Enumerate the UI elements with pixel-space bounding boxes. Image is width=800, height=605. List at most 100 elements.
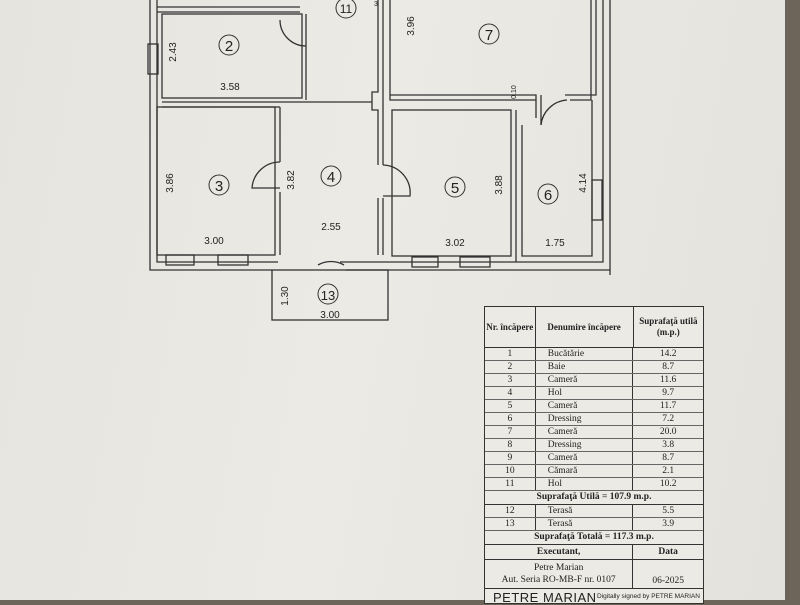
row-area: 8.7	[662, 453, 675, 463]
room-number: 11	[340, 2, 353, 16]
row-name: Bucătărie	[536, 348, 634, 360]
room-number: 7	[485, 27, 493, 44]
dimension-label: 3.00	[204, 236, 224, 247]
executor-info: Petre Marian Aut. Seria RO-MB-F nr. 0107…	[485, 560, 703, 589]
row-number: 2	[485, 361, 536, 373]
dimension-label: 1.75	[545, 238, 565, 249]
row-name: Hol	[536, 478, 634, 490]
room-number: 6	[544, 187, 552, 204]
row-name: Dressing	[536, 413, 634, 425]
date-label: Data	[658, 547, 678, 557]
dimension-label: 3.02	[445, 238, 465, 249]
dimension-label: 3	[374, 1, 378, 8]
room-5-wall	[391, 109, 512, 257]
table-header: Nr. încăpere Denumire încăpere Suprafaţă…	[485, 307, 703, 348]
dimension-label: 3.88	[494, 175, 505, 195]
row-name: Hol	[536, 387, 634, 399]
row-name: Terasă	[536, 518, 634, 530]
row-name: Dressing	[536, 439, 634, 451]
dimension-label: 2.55	[321, 222, 341, 233]
row-area: 20.0	[659, 427, 677, 437]
top-wall	[157, 6, 300, 13]
signature-stamp: PETRE MARIAN Digitally signed by PETRE M…	[485, 589, 703, 605]
room-number: 4	[327, 169, 335, 186]
dimension-label: 3.82	[286, 170, 297, 190]
dimension-label: 2.43	[168, 42, 179, 62]
door-room-4	[251, 161, 281, 189]
row-number: 13	[485, 518, 536, 530]
row-number: 4	[485, 387, 536, 399]
room-number: 3	[215, 178, 223, 195]
row-number: 5	[485, 400, 536, 412]
row-number: 11	[485, 478, 536, 490]
row-area: 3.9	[662, 519, 675, 529]
window	[591, 179, 603, 221]
room-6-wall	[521, 100, 593, 257]
row-name: Cameră	[536, 400, 634, 412]
row-area: 3.8	[662, 440, 675, 450]
row-name: Baie	[536, 361, 634, 373]
executor-label: Executant,	[485, 545, 634, 559]
dimension-label: 3.86	[165, 173, 176, 193]
dimension-label: 4.14	[578, 173, 589, 193]
date-value: 06-2025	[652, 576, 684, 586]
terrace-13	[271, 269, 389, 321]
row-number: 3	[485, 374, 536, 386]
row-number: 8	[485, 439, 536, 451]
door-entrance	[317, 260, 345, 266]
header-name: Denumire încăpere	[536, 307, 634, 347]
door-room-2	[279, 19, 307, 47]
window	[411, 256, 439, 268]
row-area: 11.7	[660, 401, 677, 411]
row-name: Cameră	[536, 374, 634, 386]
row-area: 9.7	[662, 388, 675, 398]
window	[217, 254, 249, 266]
row-area: 5.5	[662, 506, 675, 516]
stamp-digital: Digitally signed by PETRE MARIAN	[597, 593, 700, 600]
header-nr: Nr. încăpere	[485, 307, 536, 347]
outer-wall	[149, 0, 611, 271]
row-number: 6	[485, 413, 536, 425]
room-number: 2	[225, 38, 233, 55]
dimension-label: 3.96	[406, 16, 417, 36]
area-table: Nr. încăpere Denumire încăpere Suprafaţă…	[484, 306, 704, 605]
row-area: 10.2	[659, 479, 677, 489]
row-number: 10	[485, 465, 536, 477]
row-name: Terasă	[536, 505, 634, 517]
row-number: 12	[485, 505, 536, 517]
row-number: 9	[485, 452, 536, 464]
floor-plan: 2 3 4 5 6 7 11 13 3.58 3.00 2.55 3.02 1.…	[147, 0, 611, 321]
room-2-wall	[161, 13, 303, 99]
window	[459, 256, 491, 268]
dimension-label: 1.30	[280, 286, 291, 306]
row-name: Cămară	[536, 465, 634, 477]
row-area: 7.2	[662, 414, 675, 424]
stamp-name: PETRE MARIAN	[493, 590, 597, 605]
grand-total: Suprafaţă Totală = 117.3 m.p.	[485, 531, 703, 545]
executor-auth: Aut. Seria RO-MB-F nr. 0107	[501, 575, 616, 585]
row-area: 14.2	[659, 349, 677, 359]
window	[147, 43, 159, 75]
window	[165, 254, 195, 266]
row-name: Cameră	[536, 426, 634, 438]
row-area: 2.1	[662, 466, 675, 476]
door-room-7	[540, 99, 568, 126]
room-number: 5	[451, 180, 459, 197]
row-area: 8.7	[662, 362, 675, 372]
